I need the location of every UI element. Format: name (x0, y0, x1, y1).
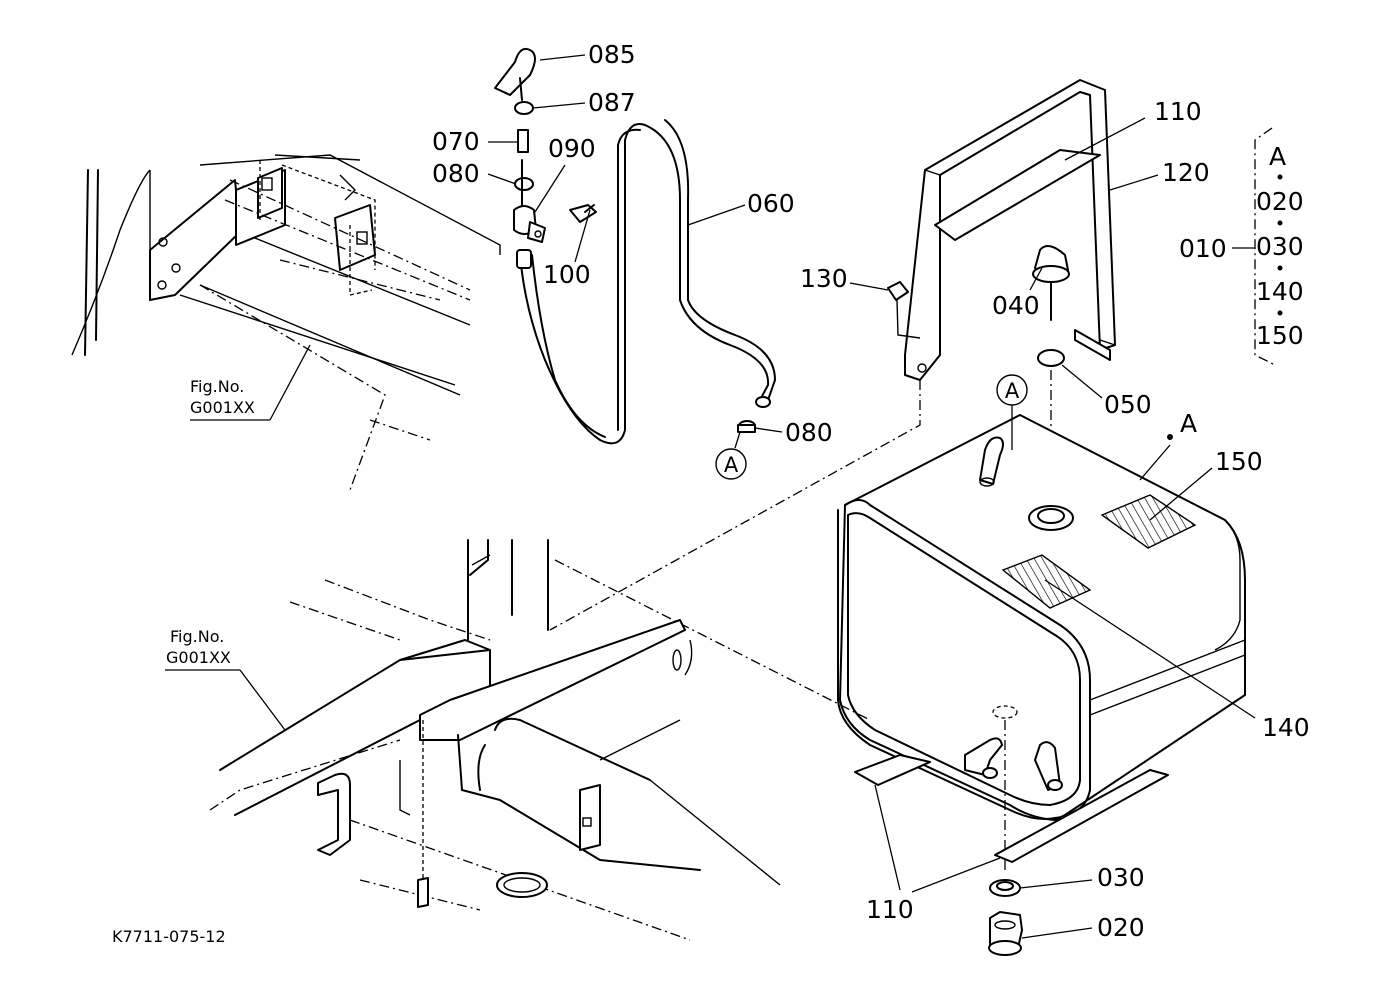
filler-cap (1032, 245, 1070, 500)
tank-bracket (549, 79, 1116, 631)
assembly-header: A (1269, 142, 1286, 171)
leader-lines (487, 54, 1256, 939)
ref-label-a: A (1005, 379, 1020, 403)
lower-frame-drawing (165, 539, 871, 941)
fig-ref-number: G001XX (190, 398, 255, 417)
part-label-080-upper: 080 (432, 159, 480, 188)
fig-ref-label: Fig.No. (190, 377, 244, 396)
ref-label-a: A (724, 453, 739, 477)
drain-plug (988, 879, 1023, 956)
fig-ref-upper: Fig.No. G001XX (190, 377, 255, 417)
ref-circle-a-hose: A (715, 448, 747, 480)
ref-circle-a-tank: A (996, 374, 1028, 406)
part-label-140: 140 (1262, 713, 1310, 742)
assembly-item: 020 (1256, 187, 1304, 216)
part-labels: 085 087 070 090 080 100 060 080 110 120 … (432, 40, 1310, 942)
part-label-087: 087 (588, 88, 636, 117)
part-label-070: 070 (432, 127, 480, 156)
point-a-label: A (1180, 409, 1197, 438)
fig-ref-label: Fig.No. (170, 627, 224, 646)
part-label-130: 130 (800, 264, 848, 293)
assembly-number: 010 (1179, 234, 1227, 263)
part-label-110-lower: 110 (866, 895, 914, 924)
part-label-090: 090 (548, 134, 596, 163)
part-label-100: 100 (543, 260, 591, 289)
assembly-list: 010 A 020 030 140 150 (1179, 142, 1304, 350)
part-label-030: 030 (1097, 863, 1145, 892)
assembly-item: 030 (1256, 232, 1304, 261)
part-label-050: 050 (1104, 390, 1152, 419)
drawing-id: K7711-075-12 (112, 927, 226, 946)
assembly-item: 140 (1256, 277, 1304, 306)
part-label-085: 085 (588, 40, 636, 69)
upper-frame-drawing (71, 154, 501, 491)
part-label-080-lower: 080 (785, 418, 833, 447)
part-label-040: 040 (992, 291, 1040, 320)
fuel-tank (837, 414, 1246, 870)
breather-hose-group (494, 47, 776, 445)
assembly-item: 150 (1256, 321, 1304, 350)
part-label-060: 060 (747, 189, 795, 218)
fig-ref-number: G001XX (166, 648, 231, 667)
part-label-020: 020 (1097, 913, 1145, 942)
assembly-bracket (1232, 127, 1283, 366)
part-label-110-upper: 110 (1154, 97, 1202, 126)
point-a-dot (1167, 434, 1173, 440)
fig-ref-lower: Fig.No. G001XX (166, 627, 231, 667)
part-label-150: 150 (1215, 447, 1263, 476)
part-label-120: 120 (1162, 158, 1210, 187)
